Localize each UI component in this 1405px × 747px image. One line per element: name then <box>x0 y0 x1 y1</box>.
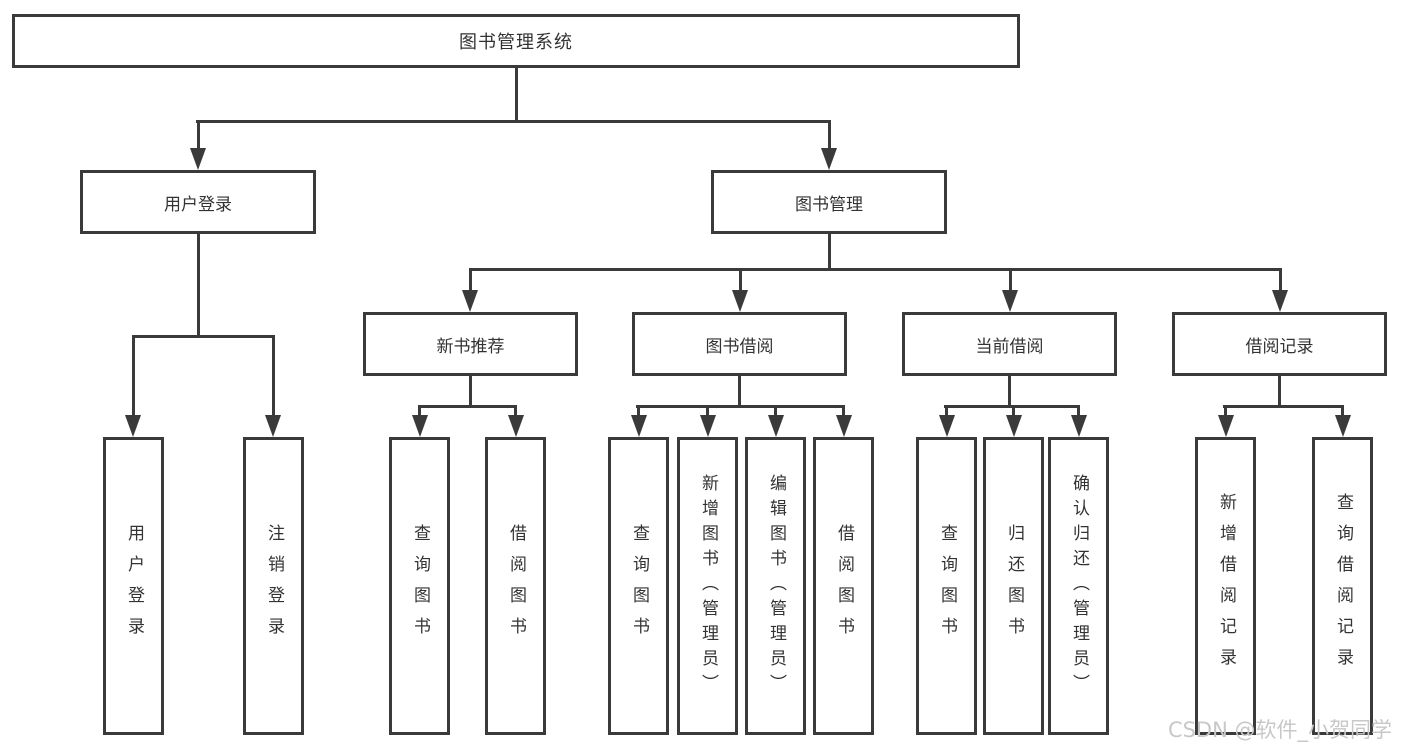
leaf-query-books-current: 查询图书 <box>916 437 977 735</box>
connector-line <box>828 234 831 268</box>
connector-line <box>1279 268 1282 292</box>
connector-line <box>1012 405 1015 417</box>
leaf-label: 借阅图书 <box>834 524 854 648</box>
leaf-add-books-admin: 新增图书（管理员） <box>677 437 738 735</box>
connector-line <box>418 405 421 417</box>
connector-line <box>774 405 777 417</box>
arrow-down-icon <box>265 415 281 437</box>
connector-line <box>196 120 831 123</box>
node-book-management: 图书管理 <box>711 170 947 234</box>
node-user-login: 用户登录 <box>80 170 316 234</box>
arrow-down-icon <box>1071 415 1087 437</box>
arrow-down-icon <box>1006 415 1022 437</box>
arrow-down-icon <box>412 415 428 437</box>
arrow-down-icon <box>462 290 478 312</box>
node-label: 图书管理 <box>795 194 863 215</box>
connector-line <box>1341 405 1344 417</box>
connector-line <box>842 405 845 417</box>
leaf-borrow-books: 借阅图书 <box>813 437 874 735</box>
watermark-text: CSDN @软件_小贺同学 <box>1167 718 1392 742</box>
leaf-label: 借阅图书 <box>506 524 526 648</box>
leaf-label: 编辑图书（管理员） <box>766 473 786 699</box>
arrow-down-icon <box>768 415 784 437</box>
arrow-down-icon <box>190 148 206 170</box>
arrow-down-icon <box>1002 290 1018 312</box>
node-current-borrow: 当前借阅 <box>902 312 1117 376</box>
connector-line <box>1223 405 1344 408</box>
arrow-down-icon <box>732 290 748 312</box>
leaf-label: 查询借阅记录 <box>1333 493 1353 679</box>
connector-line <box>1224 405 1227 417</box>
leaf-logout: 注销登录 <box>243 437 304 735</box>
arrow-down-icon <box>1272 290 1288 312</box>
node-label: 借阅记录 <box>1245 336 1314 357</box>
leaf-query-books-recommend: 查询图书 <box>389 437 450 735</box>
leaf-label: 归还图书 <box>1004 524 1024 648</box>
arrow-down-icon <box>631 415 647 437</box>
leaf-label: 确认归还（管理员） <box>1069 473 1089 699</box>
connector-line <box>132 335 275 338</box>
connector-line <box>469 268 472 292</box>
leaf-label: 查询图书 <box>937 524 957 648</box>
node-label: 新书推荐 <box>436 336 505 357</box>
connector-line <box>945 405 948 417</box>
arrow-down-icon <box>1335 415 1351 437</box>
leaf-borrow-books-recommend: 借阅图书 <box>485 437 546 735</box>
node-label: 用户登录 <box>164 194 232 215</box>
arrow-down-icon <box>125 415 141 437</box>
leaf-label: 注销登录 <box>264 524 284 648</box>
arrow-down-icon <box>939 415 955 437</box>
leaf-label: 用户登录 <box>124 524 144 648</box>
connector-line <box>739 268 742 292</box>
leaf-confirm-return-admin: 确认归还（管理员） <box>1048 437 1109 735</box>
leaf-user-login: 用户登录 <box>103 437 164 735</box>
connector-line <box>272 335 275 417</box>
connector-line <box>132 335 135 417</box>
leaf-query-borrow-record: 查询借阅记录 <box>1312 437 1373 735</box>
node-label: 当前借阅 <box>975 336 1044 357</box>
leaf-label: 新增图书（管理员） <box>698 473 718 699</box>
node-label: 图书管理系统 <box>459 32 573 53</box>
node-library-system: 图书管理系统 <box>12 14 1020 68</box>
connector-line <box>637 405 640 417</box>
arrow-down-icon <box>836 415 852 437</box>
leaf-add-borrow-record: 新增借阅记录 <box>1195 437 1256 735</box>
connector-line <box>197 120 200 150</box>
arrow-down-icon <box>700 415 716 437</box>
connector-line <box>469 376 472 405</box>
connector-line <box>514 405 517 417</box>
node-book-borrow: 图书借阅 <box>632 312 847 376</box>
leaf-query-books-borrow: 查询图书 <box>608 437 669 735</box>
leaf-edit-books-admin: 编辑图书（管理员） <box>745 437 806 735</box>
connector-line <box>1278 376 1281 405</box>
leaf-return-books: 归还图书 <box>983 437 1044 735</box>
connector-line <box>828 120 831 150</box>
connector-line <box>469 268 1281 271</box>
leaf-label: 新增借阅记录 <box>1216 493 1236 679</box>
node-new-book-recommend: 新书推荐 <box>363 312 578 376</box>
connector-line <box>197 234 200 335</box>
connector-line <box>515 68 518 120</box>
node-borrow-records: 借阅记录 <box>1172 312 1387 376</box>
leaf-label: 查询图书 <box>410 524 430 648</box>
arrow-down-icon <box>821 148 837 170</box>
connector-line <box>636 405 845 408</box>
connector-line <box>1009 268 1012 292</box>
connector-line <box>1077 405 1080 417</box>
connector-line <box>418 405 517 408</box>
arrow-down-icon <box>508 415 524 437</box>
connector-line <box>738 376 741 405</box>
connector-line <box>706 405 709 417</box>
arrow-down-icon <box>1218 415 1234 437</box>
leaf-label: 查询图书 <box>629 524 649 648</box>
node-label: 图书借阅 <box>705 336 774 357</box>
connector-line <box>1008 376 1011 405</box>
